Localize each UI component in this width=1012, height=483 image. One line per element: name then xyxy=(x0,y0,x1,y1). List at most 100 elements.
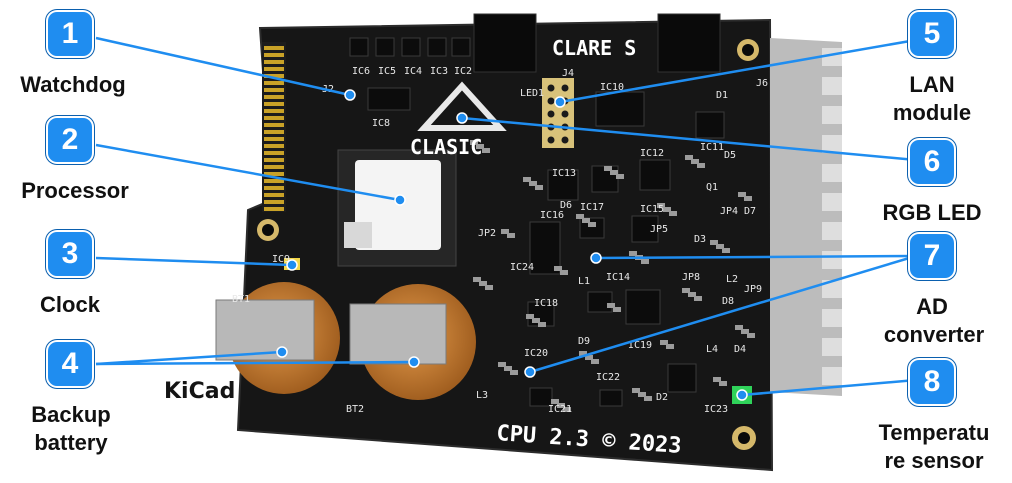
silk-label: L3 xyxy=(476,390,488,401)
callout-line-3 xyxy=(95,256,293,267)
callout-badge-8: 8 xyxy=(910,360,954,404)
terminal-ridge xyxy=(822,193,842,211)
silk-label: JP4 xyxy=(720,206,738,217)
silk-label: IC6 xyxy=(352,66,370,77)
header-pin xyxy=(547,97,555,105)
callout-label-ad: AD xyxy=(916,294,948,319)
gold-finger xyxy=(264,60,284,64)
callout-line-4b xyxy=(95,360,415,366)
terminal-ridge xyxy=(822,135,842,153)
smd-part xyxy=(523,177,531,182)
smd-part xyxy=(607,303,615,308)
silk-label: IC10 xyxy=(600,82,624,93)
smd-part xyxy=(735,325,743,330)
kicad-logo: KiCad xyxy=(164,379,235,404)
silk-label: D4 xyxy=(734,344,746,355)
smd-part xyxy=(526,314,534,319)
smd-part xyxy=(716,244,724,249)
callout-dots xyxy=(276,89,748,401)
gold-finger xyxy=(264,158,284,162)
smd-part xyxy=(551,399,559,404)
ic-chip xyxy=(529,221,561,275)
silk-label: IC5 xyxy=(378,66,396,77)
gold-finger xyxy=(264,81,284,85)
silk-label: IC20 xyxy=(524,348,548,359)
smd-part xyxy=(485,285,493,290)
smd-part xyxy=(557,403,565,408)
smd-part xyxy=(682,288,690,293)
callout-badge-4: 4 xyxy=(48,342,92,386)
terminal-ridge xyxy=(822,77,842,95)
callout-badge-7: 7 xyxy=(910,234,954,278)
smd-part xyxy=(644,396,652,401)
silk-label: D5 xyxy=(724,150,736,161)
smd-part xyxy=(719,381,727,386)
smd-part xyxy=(610,170,618,175)
smd-part xyxy=(538,322,546,327)
terminal-ridge xyxy=(822,280,842,298)
callout-label-backup: Backup xyxy=(31,402,111,427)
silk-label: IC23 xyxy=(704,404,728,415)
silk-label: JP8 xyxy=(682,272,700,283)
ic-chip xyxy=(587,291,613,313)
smd-part xyxy=(582,218,590,223)
ic-chip xyxy=(529,387,553,407)
smd-part xyxy=(657,203,665,208)
smd-part xyxy=(535,185,543,190)
silk-label: LED1 xyxy=(520,88,544,99)
silk-label: D8 xyxy=(722,296,734,307)
callout-line-1 xyxy=(95,36,351,97)
silk-label: IC3 xyxy=(430,66,448,77)
silk-label: D3 xyxy=(694,234,706,245)
silk-label: JP9 xyxy=(744,284,762,295)
ic-chip xyxy=(451,37,471,57)
gold-finger xyxy=(264,172,284,176)
silk-label: IC2 xyxy=(454,66,472,77)
callout-badge-1: 1 xyxy=(48,12,92,56)
header-pin xyxy=(547,110,555,118)
top-connector-left xyxy=(473,13,537,73)
smd-part xyxy=(501,229,509,234)
gold-finger xyxy=(264,102,284,106)
silk-label: BT1 xyxy=(232,294,250,305)
smd-part xyxy=(641,259,649,264)
ic-chip xyxy=(625,289,661,325)
terminal-ridge xyxy=(822,338,842,356)
callout-label-rgb-led: RGB LED xyxy=(882,200,982,225)
gold-finger xyxy=(264,46,284,50)
battery-bt2 xyxy=(349,284,476,400)
silk-label: D1 xyxy=(716,90,728,101)
battery-bt1 xyxy=(215,282,340,394)
callout-line-5 xyxy=(559,38,917,104)
smd-part xyxy=(638,392,646,397)
silk-label: D2 xyxy=(656,392,668,403)
board-header-text: CLARE S xyxy=(552,36,636,60)
callout-label-lan: LAN xyxy=(909,72,955,97)
processor-module xyxy=(337,149,457,267)
smd-part xyxy=(482,148,490,153)
callout-lines xyxy=(95,36,917,397)
ic-chip xyxy=(631,215,659,243)
gold-finger xyxy=(264,186,284,190)
header-pin xyxy=(547,136,555,144)
gold-finger xyxy=(264,116,284,120)
gold-finger xyxy=(264,151,284,155)
callout-line-4a xyxy=(95,350,283,366)
smd-part xyxy=(741,329,749,334)
smd-part xyxy=(476,144,484,149)
smd-part xyxy=(685,155,693,160)
silk-label: J4 xyxy=(562,68,574,79)
silk-label: D6 xyxy=(560,200,572,211)
gold-finger xyxy=(264,123,284,127)
smd-part xyxy=(470,140,478,145)
ic-chip xyxy=(695,111,725,139)
smd-part xyxy=(591,359,599,364)
callout-line-2 xyxy=(95,143,401,202)
smd-part xyxy=(529,181,537,186)
smd-part xyxy=(560,270,568,275)
header-pin xyxy=(561,110,569,118)
smd-part xyxy=(747,333,755,338)
ic-chip xyxy=(375,37,395,57)
gold-finger xyxy=(264,165,284,169)
